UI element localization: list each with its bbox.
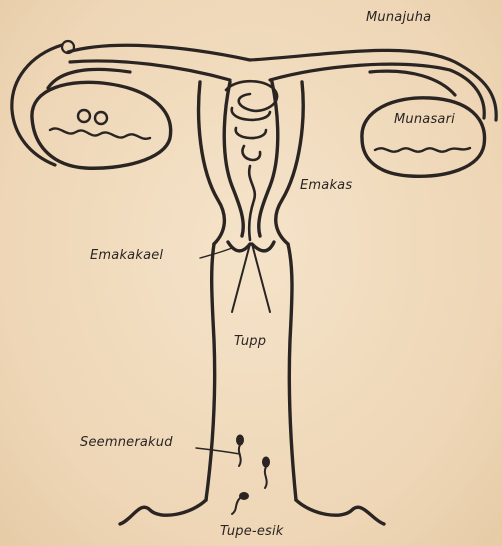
sperm-icon (237, 436, 243, 467)
vestibule (120, 500, 384, 524)
uterine-cavity (226, 81, 277, 240)
sperm-cells (232, 436, 269, 515)
label-fallopian-tube: Munajuha (366, 10, 431, 25)
label-vagina: Tupp (234, 334, 266, 349)
leader-lines (196, 248, 240, 454)
label-ovary: Munasari (394, 112, 455, 127)
right-ovary (362, 98, 485, 176)
fallopian-tubes (12, 45, 496, 165)
label-vestibule: Tupe-esik (220, 524, 284, 539)
follicle-icon (95, 112, 107, 124)
cervix-vagina (206, 242, 296, 500)
label-uterus: Emakas (300, 178, 352, 193)
label-sperm: Seemnerakud (80, 435, 173, 450)
follicle-icon (78, 110, 90, 122)
label-cervix: Emakakael (90, 248, 163, 263)
left-ovary (32, 82, 171, 168)
sperm-icon (263, 458, 269, 489)
sperm-icon (232, 493, 248, 514)
